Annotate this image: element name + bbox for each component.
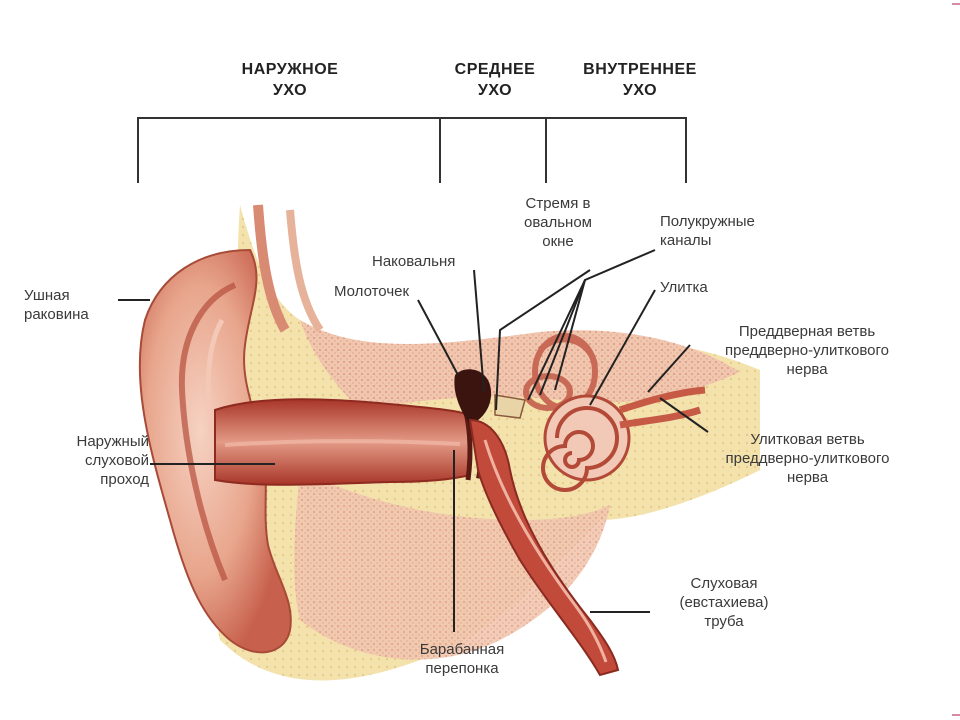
label-malleus: Молоточек [334, 283, 410, 300]
label-semicircular-canals: Полукружные каналы [660, 213, 755, 249]
label-cochlea: Улитка [660, 279, 708, 296]
section-outer-ear: НАРУЖНОЕ УХО [241, 61, 339, 99]
nerve-shape [618, 386, 706, 429]
eustachian-tube-shape [468, 418, 620, 677]
section-inner-ear: ВНУТРЕННЕЕ УХО [583, 61, 697, 99]
leader-lines [118, 249, 709, 632]
label-cochlear-nerve: Улитковая ветвь преддверно-улиткового не… [725, 431, 890, 486]
section-brackets [137, 117, 687, 183]
label-stapes: Стремя в овальном окне [524, 195, 592, 250]
corner-mark-top [952, 3, 960, 5]
cochlea-shape [541, 394, 631, 492]
ear-canal-shape [214, 398, 471, 486]
label-ear-canal: Наружный слуховой проход [76, 433, 150, 488]
corner-mark-bottom [952, 714, 960, 716]
label-incus: Наковальня [372, 253, 456, 270]
section-middle-ear: СРЕДНЕЕ УХО [454, 61, 536, 99]
ossicles-shape [454, 369, 526, 481]
label-auricle: Ушная раковина [24, 287, 89, 323]
label-vestibular-nerve: Преддверная ветвь преддверно-улиткового … [725, 323, 889, 378]
label-eardrum: Барабанная перепонка [419, 641, 505, 677]
label-eustachian-tube: Слуховая (евстахиева) труба [679, 575, 769, 630]
